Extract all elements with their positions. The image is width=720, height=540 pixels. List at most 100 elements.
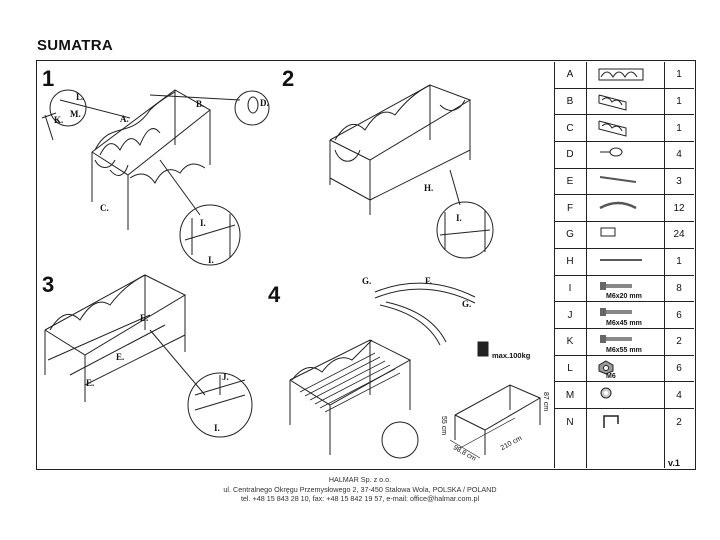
part-quantity: 6 (676, 309, 682, 321)
part-label: E. (86, 378, 95, 388)
part-label: M. (70, 109, 81, 119)
part-letter: N (566, 416, 574, 428)
step4-bed-illustration (289, 282, 542, 459)
part-image: M6x55 mm (586, 329, 664, 355)
part-label: J. (222, 372, 229, 382)
part-image (586, 222, 664, 248)
part-image (586, 62, 664, 88)
instruction-frame (36, 60, 696, 470)
table-row: I M6x20 mm 8 (554, 276, 694, 303)
part-image (586, 115, 664, 141)
part-image (586, 89, 664, 115)
part-spec: M6 (606, 373, 616, 381)
part-image (586, 195, 664, 221)
part-letter: I (568, 282, 572, 294)
part-quantity: 4 (676, 389, 682, 401)
part-label: E. (116, 352, 125, 362)
part-quantity: 6 (676, 362, 682, 374)
bolt-icon (596, 279, 636, 297)
part-image (586, 382, 664, 408)
bolt-icon (596, 332, 636, 350)
part-letter: G (566, 229, 574, 241)
part-quantity: 1 (676, 96, 682, 108)
table-row: G 24 (554, 222, 694, 249)
step-number: 2 (282, 66, 295, 91)
part-quantity: 12 (673, 202, 685, 214)
part-label: E. (140, 313, 149, 323)
part-letter: J (567, 309, 573, 321)
allen-key-icon (596, 412, 626, 435)
table-divider (664, 62, 665, 468)
slat-icon (596, 198, 640, 217)
table-divider (586, 62, 587, 468)
part-letter: A (566, 69, 574, 81)
step3-bed-illustration (44, 274, 253, 438)
part-quantity: 8 (676, 282, 682, 294)
rail-icon (596, 252, 646, 270)
part-label: H. (424, 183, 434, 193)
step-number: 4 (268, 282, 281, 307)
part-letter: E (566, 176, 574, 188)
table-divider (554, 62, 555, 468)
company-name: HALMAR Sp. z o.o. (328, 475, 392, 484)
part-label: I. (208, 255, 214, 265)
part-label: G. (462, 299, 472, 309)
headboard-icon (596, 65, 646, 88)
version-label: v.1 (668, 458, 680, 468)
part-quantity: 3 (676, 176, 682, 188)
part-image (586, 142, 664, 168)
part-image (586, 249, 664, 275)
dimension-seat-height: 55 cm (440, 415, 448, 436)
max-load-label: max.100kg (492, 351, 531, 360)
part-label: F. (425, 276, 432, 286)
part-spec: M6x20 mm (606, 293, 642, 301)
part-image (586, 409, 664, 436)
nut-icon (596, 359, 616, 380)
part-image: M6 (586, 356, 664, 382)
step2-bed-illustration (329, 84, 494, 259)
part-label: G. (362, 276, 372, 286)
rod-icon (596, 172, 640, 190)
part-spec: M6x55 mm (606, 346, 642, 354)
part-image (586, 169, 664, 195)
part-label: I. (456, 213, 462, 223)
part-quantity: 1 (676, 122, 682, 134)
step1-bed-illustration (41, 89, 270, 266)
side-panel-icon (596, 92, 630, 117)
part-letter: F (566, 202, 574, 214)
slat-cap-icon (596, 225, 622, 244)
bolt-icon (596, 305, 636, 323)
company-address: ul. Centralnego Okręgu Przemysłowego 2, … (223, 484, 497, 494)
part-quantity: 2 (676, 416, 682, 428)
part-quantity: 4 (676, 149, 682, 161)
part-label: D. (260, 98, 269, 108)
dimension-height: 87 cm (542, 391, 550, 412)
part-image: M6x20 mm (586, 276, 664, 302)
part-quantity: 1 (676, 256, 682, 268)
step-number: 1 (42, 66, 55, 91)
side-panel-icon (596, 118, 630, 143)
part-letter: B (566, 96, 574, 108)
step-number: 3 (42, 272, 55, 297)
part-letter: K (566, 336, 574, 348)
part-label: I. (214, 423, 220, 433)
part-quantity: 24 (673, 229, 685, 241)
table-row: F 12 (554, 195, 694, 223)
part-letter: M (565, 389, 575, 401)
part-label: A. (120, 114, 129, 124)
part-quantity: 1 (676, 69, 682, 81)
part-letter: D (566, 149, 574, 161)
document-title: SUMATRA (37, 37, 113, 54)
finial-icon (596, 145, 626, 164)
